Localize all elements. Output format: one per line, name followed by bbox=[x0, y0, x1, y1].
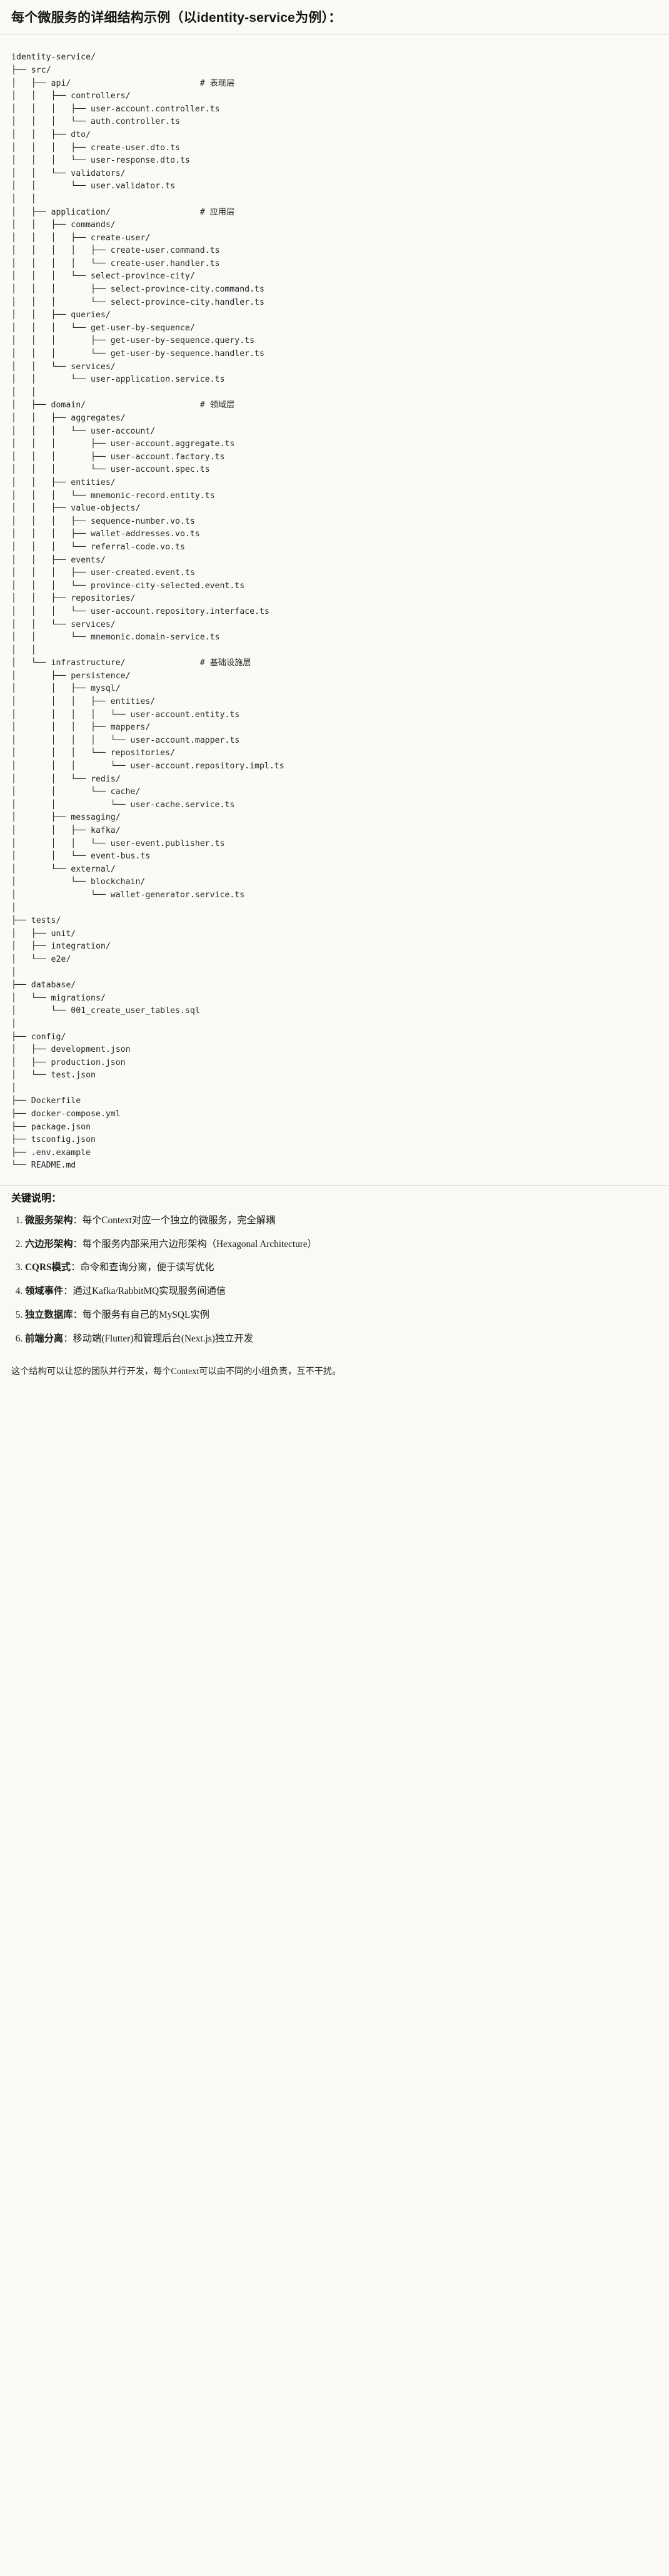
key-points-list: 微服务架构：每个Context对应一个独立的微服务，完全解耦 六边形架构：每个服… bbox=[11, 1213, 658, 1346]
key-term: 领域事件 bbox=[25, 1286, 64, 1297]
key-term: 微服务架构 bbox=[25, 1215, 73, 1226]
key-term: 前端分离 bbox=[25, 1333, 64, 1344]
list-item: CQRS模式：命令和查询分离，便于读写优化 bbox=[25, 1260, 658, 1275]
page-title: 每个微服务的详细结构示例（以identity-service为例）： bbox=[11, 11, 342, 25]
closing-paragraph: 这个结构可以让您的团队并行开发，每个Context可以由不同的小组负责，互不干扰… bbox=[11, 1367, 341, 1377]
page-root: 每个微服务的详细结构示例（以identity-service为例）： ident… bbox=[0, 0, 669, 1393]
list-item: 六边形架构：每个服务内部采用六边形架构（Hexagonal Architectu… bbox=[25, 1237, 658, 1252]
key-desc: ：移动端(Flutter)和管理后台(Next.js)独立开发 bbox=[63, 1333, 253, 1344]
list-item: 领域事件：通过Kafka/RabbitMQ实现服务间通信 bbox=[25, 1284, 658, 1299]
key-points-title: 关键说明： bbox=[11, 1193, 62, 1204]
list-item: 独立数据库：每个服务有自己的MySQL实例 bbox=[25, 1308, 658, 1323]
directory-tree-block: identity-service/ ├── src/ │ ├── api/ # … bbox=[0, 35, 669, 1186]
tree-divider bbox=[0, 1185, 669, 1186]
key-desc: ：通过Kafka/RabbitMQ实现服务间通信 bbox=[63, 1286, 226, 1297]
key-desc: ：每个服务内部采用六边形架构（Hexagonal Architecture） bbox=[73, 1238, 317, 1250]
key-term: CQRS模式 bbox=[25, 1262, 71, 1273]
key-points-section: 关键说明： 微服务架构：每个Context对应一个独立的微服务，完全解耦 六边形… bbox=[0, 1186, 669, 1361]
list-item: 微服务架构：每个Context对应一个独立的微服务，完全解耦 bbox=[25, 1213, 658, 1228]
key-desc: ：每个服务有自己的MySQL实例 bbox=[73, 1309, 209, 1320]
key-term: 独立数据库 bbox=[25, 1309, 73, 1320]
list-item: 前端分离：移动端(Flutter)和管理后台(Next.js)独立开发 bbox=[25, 1331, 658, 1347]
key-desc: ：命令和查询分离，便于读写优化 bbox=[71, 1262, 214, 1273]
key-term: 六边形架构 bbox=[25, 1238, 73, 1250]
directory-tree: identity-service/ ├── src/ │ ├── api/ # … bbox=[11, 53, 284, 1171]
key-desc: ：每个Context对应一个独立的微服务，完全解耦 bbox=[73, 1215, 276, 1226]
title-divider bbox=[0, 34, 669, 36]
